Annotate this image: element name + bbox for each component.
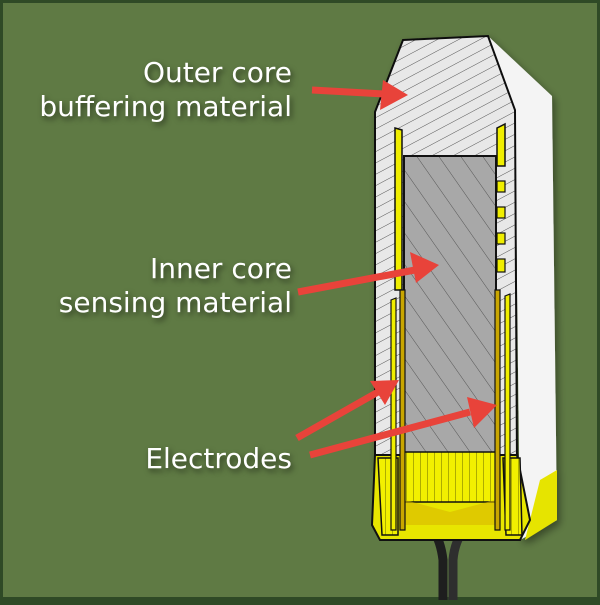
label-inner-core-line2: sensing material: [58, 286, 292, 319]
label-inner-core: Inner core sensing material: [59, 252, 292, 320]
base: [370, 451, 532, 541]
label-inner-core-line1: Inner core: [149, 252, 292, 285]
arrows: [295, 80, 497, 459]
arrow-electrode-left: [295, 380, 399, 442]
label-electrodes: Electrodes: [145, 442, 292, 476]
electrode-left-upper: [394, 127, 403, 291]
electrode-right-tab: [496, 180, 506, 193]
electrode-left-outer: [390, 297, 397, 531]
electrode-right-tab: [496, 258, 506, 273]
electrode-right-tab: [496, 206, 506, 219]
label-outer-core-line2: buffering material: [39, 90, 292, 123]
arrow-electrode-right: [309, 397, 497, 459]
electrode-left-inner: [399, 289, 406, 531]
label-outer-core-line1: Outer core: [142, 56, 292, 89]
label-electrodes-line1: Electrodes: [145, 442, 292, 475]
electrodes: [390, 122, 511, 531]
arrow-outer-core: [311, 80, 408, 110]
electrode-right-outer: [504, 293, 511, 531]
electrode-right-inner: [494, 289, 501, 531]
electrode-right-tab: [496, 232, 506, 245]
arrow-inner-core: [297, 252, 439, 296]
electrode-right-upper: [496, 122, 506, 167]
label-outer-core: Outer core buffering material: [39, 56, 292, 124]
